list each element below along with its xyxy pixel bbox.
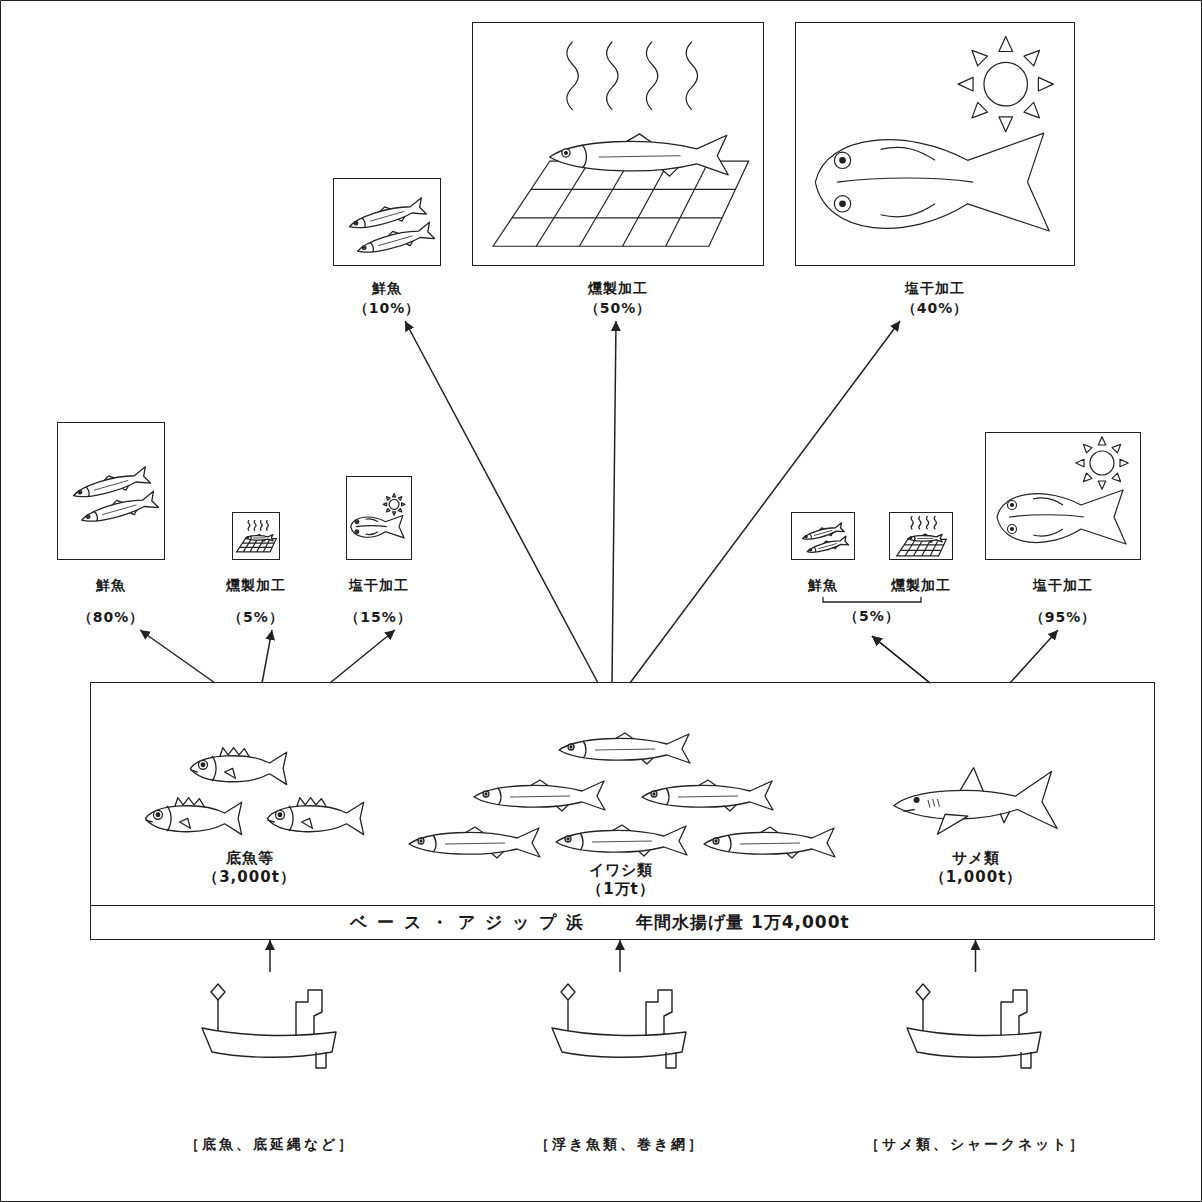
boat-space — [200, 972, 340, 1072]
picture-box — [795, 22, 1075, 266]
boat-figure — [202, 984, 336, 1068]
catch-amount: （1,000t） — [871, 868, 1081, 887]
share-percent: （95%） — [1030, 608, 1097, 626]
product-box: 鮮魚 （10%） — [330, 178, 444, 317]
flow-arrow — [140, 630, 215, 683]
boat-node: ［サメ類、シャークネット］ — [862, 972, 1089, 1153]
share-percent: （15%） — [345, 608, 412, 626]
dried-fish-picture — [997, 437, 1128, 544]
share-percent: （80%） — [78, 608, 145, 626]
fresh-fish-picture — [71, 466, 159, 528]
catch-amount: （3,000t） — [125, 868, 375, 887]
boat-node: ［底魚、底延縄など］ — [182, 972, 358, 1153]
product-box: 燻製加工 （50%） — [469, 22, 767, 317]
product-box: 燻製加工 （5%） — [223, 512, 289, 626]
landing-band: ベース・アジップ浜 年間水揚げ量 1万4,000t — [91, 905, 1154, 939]
picture-box — [346, 476, 412, 560]
fish-name: 底魚等 — [125, 849, 375, 868]
boat-space — [906, 972, 1046, 1072]
catch-group: 底魚等（3,000t） — [125, 683, 375, 904]
flow-arrow — [872, 636, 930, 683]
sardine-figure — [704, 827, 835, 858]
fresh-fish-picture — [347, 197, 435, 259]
boat-node: ［浮き魚類、巻き網］ — [532, 972, 708, 1153]
landing-box: ベース・アジップ浜年間水揚げ量 1万4,000t底魚等（3,000t）イワシ類（… — [90, 682, 1155, 940]
flow-arrow — [872, 636, 930, 683]
sardine-figure — [559, 733, 690, 764]
smoked-fish-picture — [493, 42, 749, 246]
product-name: 燻製加工 — [588, 279, 648, 297]
sardine-figure — [556, 825, 687, 856]
picture-box — [57, 422, 165, 560]
share-percent: （5%） — [228, 608, 284, 626]
picture-box — [333, 178, 441, 266]
flow-arrow — [1010, 630, 1058, 683]
sardine-figure — [474, 780, 605, 811]
gear-label: ［底魚、底延縄など］ — [185, 1135, 355, 1153]
share-percent: （5%） — [844, 607, 900, 625]
catch-amount: （1万t） — [401, 880, 841, 899]
flow-arrow — [405, 321, 598, 683]
product-name: 鮮魚 — [372, 279, 402, 297]
sardine-figure — [409, 827, 540, 858]
gear-label: ［浮き魚類、巻き網］ — [535, 1135, 705, 1153]
flow-arrow — [619, 940, 621, 972]
product-box: 塩干加工 （15%） — [342, 476, 415, 626]
catch-group: サメ類（1,000t） — [871, 683, 1081, 904]
bottom-fish-figure — [267, 798, 363, 835]
fish-name: イワシ類 — [401, 861, 841, 880]
place-name: ベース・アジップ浜 — [350, 906, 593, 938]
product-name: 塩干加工 — [349, 576, 409, 594]
smoked-fish-picture — [237, 520, 277, 552]
shark-figure — [894, 768, 1057, 835]
picture-box — [472, 22, 764, 266]
product-name: 塩干加工 — [905, 279, 965, 297]
picture-box — [232, 512, 280, 560]
picture-box — [791, 512, 855, 560]
fish-name: サメ類 — [871, 849, 1081, 868]
dried-fish-picture — [351, 494, 405, 538]
bottom-fish-figure — [190, 748, 286, 785]
boat-space — [550, 972, 690, 1072]
annual-landing: 年間水揚げ量 1万4,000t — [636, 906, 850, 938]
boat-figure — [907, 984, 1041, 1068]
product-name: 燻製加工 — [226, 576, 286, 594]
flow-arrow — [269, 940, 271, 972]
catch-group: イワシ類（1万t） — [401, 683, 841, 904]
product-name: 燻製加工 — [891, 576, 951, 594]
product-box: 鮮魚 — [788, 512, 858, 594]
product-box: 鮮魚 （80%） — [54, 422, 168, 626]
dried-fish-picture — [815, 37, 1053, 231]
product-box: 塩干加工 （40%） — [792, 22, 1078, 317]
product-name: 鮮魚 — [96, 576, 126, 594]
flow-arrow — [262, 630, 272, 683]
flow-arrow — [630, 321, 900, 683]
product-box: 塩干加工 （95%） — [982, 432, 1144, 626]
fresh-fish-picture — [801, 522, 848, 556]
smoked-fish-picture — [897, 516, 947, 556]
sardine-figure — [642, 780, 773, 811]
share-percent: （50%） — [585, 299, 652, 317]
bottom-fish-figure — [145, 798, 241, 835]
product-box: 燻製加工 — [886, 512, 956, 594]
flow-arrow — [612, 321, 616, 683]
gear-label: ［サメ類、シャークネット］ — [865, 1135, 1086, 1153]
product-name: 鮮魚 — [808, 576, 838, 594]
boat-figure — [552, 984, 686, 1068]
picture-box — [985, 432, 1141, 560]
share-bracket — [823, 597, 921, 602]
flow-arrow — [975, 940, 977, 972]
picture-box — [889, 512, 953, 560]
share-percent: （40%） — [902, 299, 969, 317]
product-name: 塩干加工 — [1033, 576, 1093, 594]
share-percent: （10%） — [354, 299, 421, 317]
flow-arrow — [330, 630, 395, 683]
